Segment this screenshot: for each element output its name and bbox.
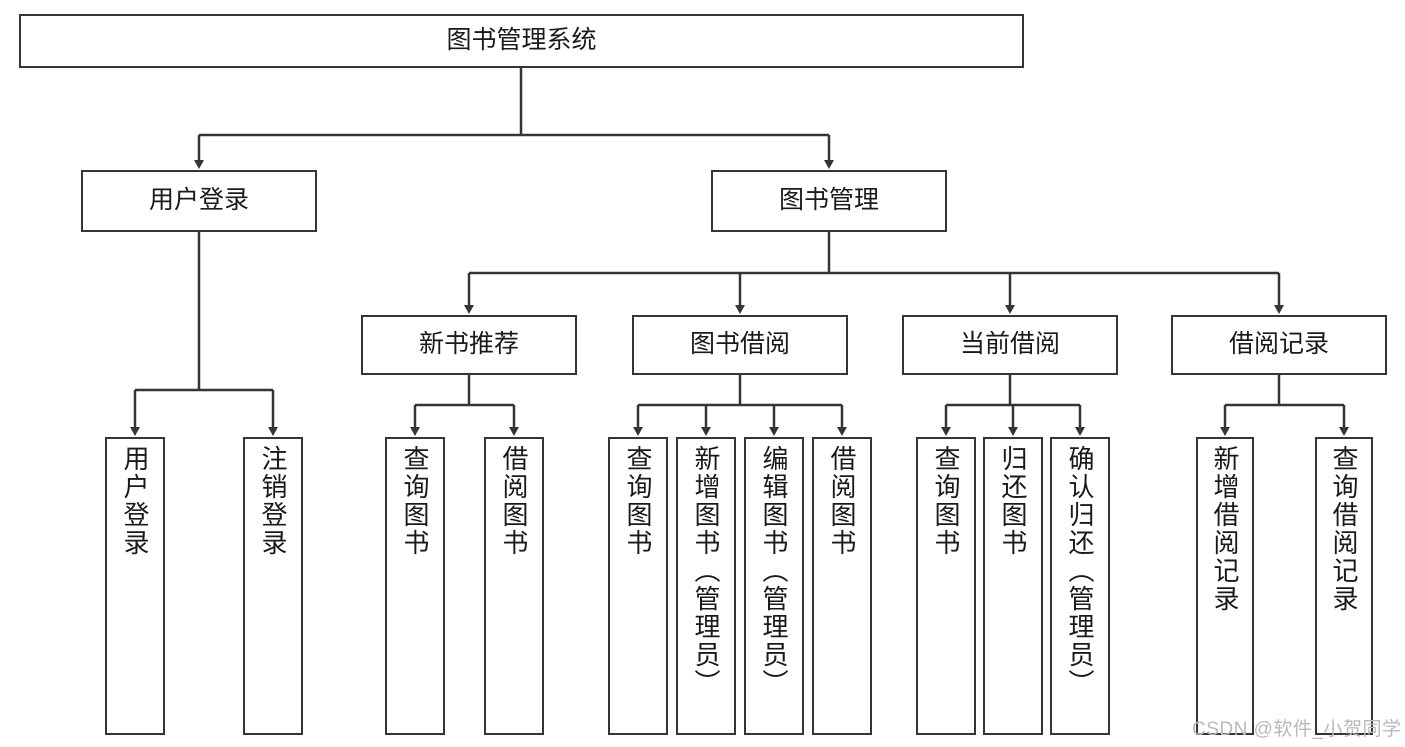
csdn-watermark: CSDN @软件_小贺同学: [1192, 719, 1402, 740]
node-new-book-recommend-label: 新书推荐: [418, 330, 519, 359]
leaf-add-borrow-record-label: 新增借阅记录: [1210, 445, 1240, 613]
node-book-manage-label: 图书管理: [778, 186, 879, 215]
leaf-return-book[interactable]: 归还图书: [983, 437, 1043, 735]
leaf-query-book-recommend-label: 查询图书: [400, 445, 430, 557]
node-book-manage[interactable]: 图书管理: [711, 170, 947, 232]
leaf-add-borrow-record[interactable]: 新增借阅记录: [1196, 437, 1254, 735]
leaf-borrow-book-label: 借阅图书: [827, 445, 857, 557]
leaf-add-book[interactable]: 新增图书（管理员）: [676, 437, 736, 735]
leaf-user-login-label: 用户登录: [120, 445, 150, 557]
node-user-login[interactable]: 用户登录: [81, 170, 317, 232]
leaf-edit-book-label: 编辑图书（管理员）: [759, 445, 789, 697]
node-book-borrow[interactable]: 图书借阅: [632, 315, 848, 375]
leaf-borrow-book[interactable]: 借阅图书: [812, 437, 872, 735]
leaf-query-book-current-label: 查询图书: [931, 445, 961, 557]
leaf-query-borrow-record[interactable]: 查询借阅记录: [1315, 437, 1373, 735]
leaf-query-book-borrow[interactable]: 查询图书: [608, 437, 668, 735]
leaf-edit-book[interactable]: 编辑图书（管理员）: [744, 437, 804, 735]
node-borrow-record-label: 借阅记录: [1228, 330, 1329, 359]
leaf-user-logout-label: 注销登录: [258, 445, 288, 557]
leaf-return-book-label: 归还图书: [998, 445, 1028, 557]
leaf-query-book-current[interactable]: 查询图书: [916, 437, 976, 735]
node-user-login-label: 用户登录: [148, 186, 249, 215]
leaf-confirm-return[interactable]: 确认归还（管理员）: [1050, 437, 1110, 735]
leaf-confirm-return-label: 确认归还（管理员）: [1065, 445, 1095, 697]
leaf-borrow-book-recommend-label: 借阅图书: [499, 445, 529, 557]
leaf-add-book-label: 新增图书（管理员）: [691, 445, 721, 697]
node-root-label: 图书管理系统: [446, 26, 597, 55]
leaf-user-login[interactable]: 用户登录: [105, 437, 165, 735]
node-borrow-record[interactable]: 借阅记录: [1171, 315, 1387, 375]
node-new-book-recommend[interactable]: 新书推荐: [361, 315, 577, 375]
leaf-query-book-recommend[interactable]: 查询图书: [385, 437, 445, 735]
node-current-borrow-label: 当前借阅: [959, 330, 1060, 359]
leaf-query-borrow-record-label: 查询借阅记录: [1329, 445, 1359, 613]
leaf-borrow-book-recommend[interactable]: 借阅图书: [484, 437, 544, 735]
node-root[interactable]: 图书管理系统: [19, 14, 1024, 68]
leaf-query-book-borrow-label: 查询图书: [623, 445, 653, 557]
node-current-borrow[interactable]: 当前借阅: [902, 315, 1118, 375]
node-book-borrow-label: 图书借阅: [689, 330, 790, 359]
leaf-user-logout[interactable]: 注销登录: [243, 437, 303, 735]
